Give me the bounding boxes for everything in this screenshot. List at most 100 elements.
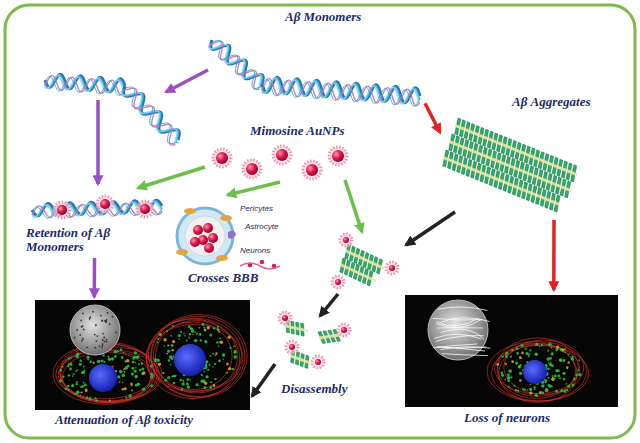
micrograph (561, 348, 564, 351)
micrograph (157, 338, 159, 340)
micrograph (505, 378, 507, 380)
micrograph (103, 341, 105, 343)
micrograph (212, 353, 214, 355)
micrograph (35, 300, 250, 410)
micrograph (122, 374, 125, 377)
micrograph (157, 342, 159, 344)
micrograph (560, 389, 563, 392)
micrograph (217, 326, 219, 328)
flow-arrow (93, 258, 97, 297)
gold-nanoparticle (315, 359, 321, 365)
gold-nanoparticle (306, 164, 318, 176)
micrograph (102, 339, 104, 341)
pathway-arrow (406, 212, 455, 245)
micrograph (119, 381, 121, 383)
micrograph (196, 333, 198, 335)
micrograph (428, 300, 488, 360)
micrograph (61, 344, 155, 403)
micrograph (534, 388, 536, 390)
frame (5, 5, 635, 438)
nanoparticle-panel: Mimosine AuNPs (205, 122, 355, 182)
blood-brain-barrier (228, 230, 236, 238)
monomer-helix (262, 79, 420, 106)
micrograph (155, 320, 237, 393)
fibril-fragment (284, 320, 344, 369)
panel-label: Crosses BBB (188, 271, 258, 285)
micrograph (182, 380, 184, 382)
monomer-panel: Aβ Monomers (200, 8, 425, 120)
micrograph (529, 388, 532, 391)
gold-nanoparticle (303, 161, 321, 179)
micrograph (114, 350, 118, 354)
micrograph (507, 376, 510, 379)
blood-brain-barrier (193, 225, 203, 235)
micrograph (441, 329, 485, 339)
micrograph (212, 366, 213, 367)
micrograph (545, 388, 549, 392)
micrograph (209, 364, 211, 366)
micrograph (541, 391, 544, 394)
micrograph (109, 323, 111, 325)
micrograph (539, 346, 541, 348)
micrograph (218, 331, 220, 333)
gold-nanoparticle (278, 311, 292, 325)
micrograph (86, 396, 88, 398)
micrograph (442, 354, 488, 356)
micrograph (511, 349, 513, 351)
micrograph (88, 397, 91, 400)
gold-nanoparticle (286, 341, 298, 353)
gold-nanoparticle (331, 233, 399, 289)
micrograph (541, 344, 543, 346)
micrograph (568, 353, 570, 355)
micrograph (130, 383, 133, 386)
micrograph (551, 352, 554, 355)
micrograph (79, 334, 81, 336)
micrograph (101, 320, 103, 322)
gold-nanoparticle (57, 205, 67, 215)
micrograph (541, 384, 545, 388)
micrograph (94, 397, 96, 399)
micrograph (232, 368, 234, 370)
micrograph (204, 386, 207, 389)
micrograph (548, 377, 550, 379)
micrograph (83, 366, 85, 368)
micrograph (82, 325, 84, 327)
micrograph (76, 329, 78, 331)
micrograph (548, 343, 552, 347)
micrograph (551, 386, 553, 388)
micrograph (556, 345, 559, 348)
micrograph (516, 347, 519, 350)
micrograph (571, 356, 573, 358)
micrograph (150, 384, 153, 387)
micrograph (203, 327, 205, 329)
blood-brain-barrier (190, 237, 200, 247)
micrograph (86, 346, 88, 348)
micrograph (81, 326, 83, 328)
micrograph (65, 387, 68, 390)
flow-arrow (252, 364, 275, 396)
micrograph (90, 361, 92, 363)
micrograph (172, 325, 174, 327)
retention-panel: Retention of Aβ Monomers (22, 188, 167, 258)
micrograph (108, 358, 111, 361)
micrograph (174, 344, 206, 376)
monomer-helix (126, 87, 179, 144)
panel-label: Mimosine AuNPs (250, 124, 345, 138)
monomer-helix (121, 91, 177, 145)
micrograph (190, 327, 193, 330)
micrograph (141, 363, 143, 365)
micrograph (154, 360, 156, 362)
micrograph (180, 331, 182, 333)
monomer-helix (122, 89, 178, 143)
micrograph (167, 350, 170, 353)
gold-nanoparticle (242, 159, 262, 179)
micrograph (67, 365, 69, 367)
micrograph (214, 378, 216, 380)
micrograph (201, 380, 204, 383)
micrograph (515, 362, 518, 365)
micrograph (523, 360, 547, 384)
micrograph (102, 354, 104, 356)
gold-nanoparticle (100, 199, 110, 209)
micrograph (492, 345, 589, 401)
